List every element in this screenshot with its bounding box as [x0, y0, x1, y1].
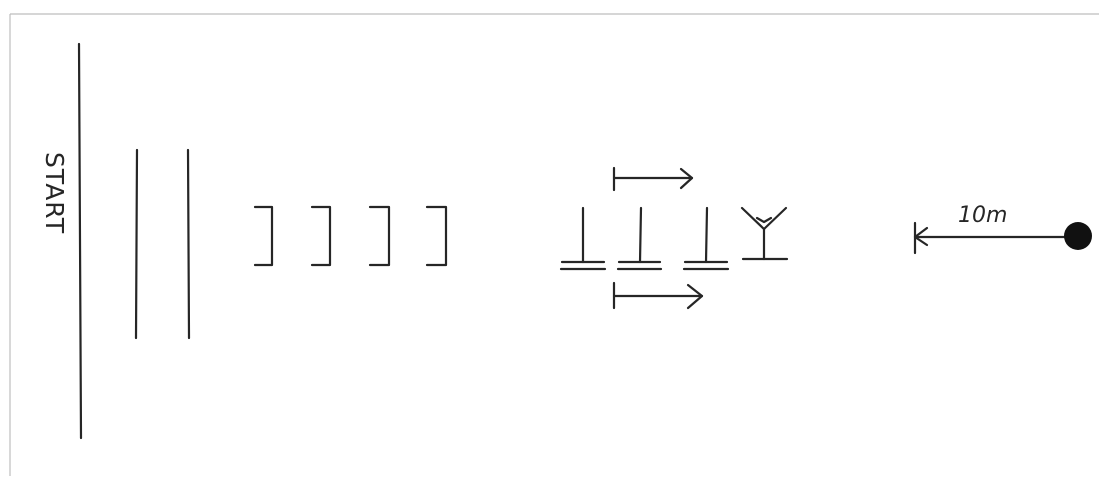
direction-arrow-top — [612, 166, 694, 192]
finish-dot — [1064, 222, 1092, 250]
bracket-marker-3 — [368, 205, 391, 267]
bracket-markers — [253, 205, 448, 267]
barrier-marker-2 — [616, 206, 663, 271]
parallel-line-1 — [134, 148, 139, 340]
bracket-marker-1 — [253, 205, 274, 267]
barrier-marker-3 — [682, 206, 730, 271]
bracket-marker-4 — [425, 205, 448, 267]
parallel-line-2 — [186, 148, 191, 340]
y-marker — [740, 206, 789, 261]
distance-label: 10m — [958, 203, 1007, 228]
paper-frame — [9, 13, 1099, 476]
start-label: START — [40, 152, 69, 234]
barrier-marker-1 — [559, 206, 607, 271]
parallel-lines — [134, 148, 191, 340]
distance-measurement: 10m — [913, 203, 1072, 255]
direction-arrow-bottom — [612, 281, 704, 310]
start-line — [77, 42, 83, 440]
barrier-markers — [559, 206, 730, 271]
bracket-marker-2 — [310, 205, 332, 267]
